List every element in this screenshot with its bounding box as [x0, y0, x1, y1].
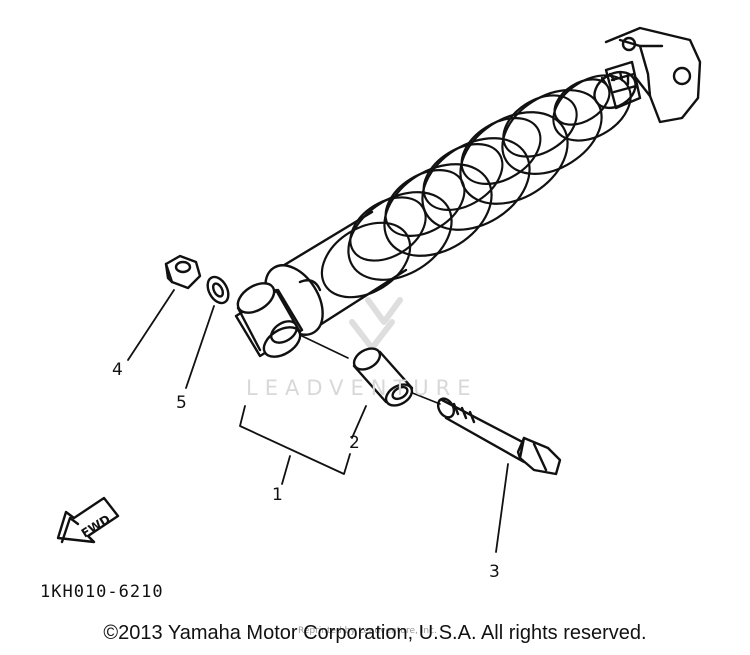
part-5-washer	[206, 275, 230, 305]
part-3-bolt	[436, 397, 562, 476]
watermark-logo	[349, 297, 403, 351]
lower-eye	[234, 282, 304, 358]
callout-1: 1	[272, 485, 283, 505]
spring-adjuster	[593, 70, 637, 110]
part-2-collar	[352, 347, 414, 407]
upper-clevis-mount	[604, 26, 702, 124]
watermark-text: LEADVENTURE	[246, 376, 478, 400]
callout-2: 2	[349, 433, 360, 453]
leader-lines	[127, 289, 509, 553]
fwd-arrow-icon	[56, 496, 120, 544]
callout-5: 5	[176, 393, 187, 413]
callout-4: 4	[112, 360, 123, 380]
coil-spring	[320, 74, 632, 299]
callout-3: 3	[489, 562, 500, 582]
part-code: 1KH010-6210	[40, 582, 164, 602]
reprint-note: Reprinted by Leadventure, Inc.	[298, 626, 437, 636]
copyright-notice: ©2013 Yamaha Motor Corporation, U.S.A. A…	[103, 622, 647, 644]
part-4-nut	[164, 254, 202, 290]
assembly-centerline	[301, 335, 441, 405]
